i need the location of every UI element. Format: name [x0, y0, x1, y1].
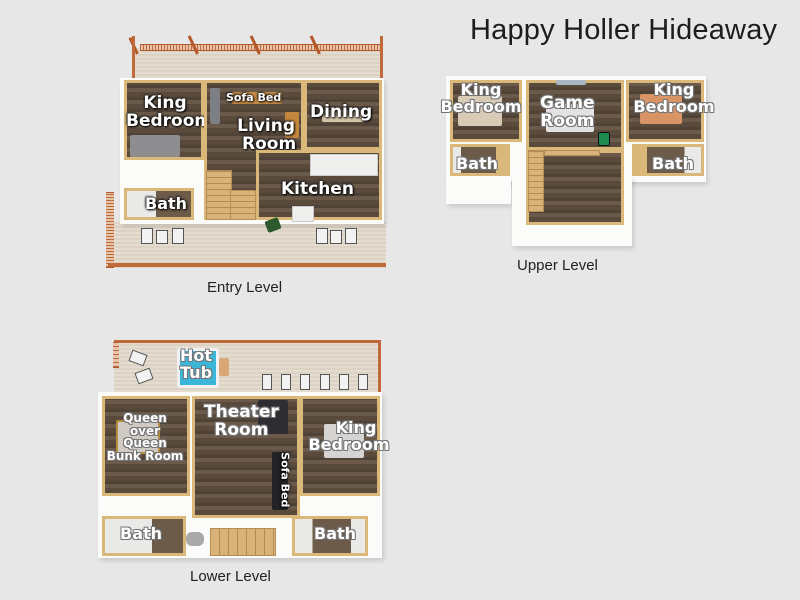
- label-line: Bedroom: [440, 96, 522, 116]
- entry-bath: [124, 188, 194, 220]
- entry-living-room-label: Living Room: [236, 116, 297, 154]
- entry-bath-label: Bath: [145, 194, 188, 213]
- label-line: Room: [214, 419, 269, 440]
- upper-right-king-bedroom-label: King Bedroom: [624, 80, 724, 116]
- pool-table: [546, 104, 594, 132]
- deck-chair: [300, 374, 310, 390]
- hot-tub-label: Hot Tub: [180, 346, 213, 382]
- arcade-machine: [598, 132, 610, 146]
- upper-shell-lower-left: [446, 176, 511, 204]
- entry-king-bedroom-label: King Bedroom: [126, 93, 212, 131]
- label-line: Hot: [180, 346, 213, 365]
- lower-level-plan: Hot Tub Queen over Queen Bunk Room Bath …: [98, 340, 398, 558]
- deck-chair: [141, 228, 153, 244]
- label-line: King: [460, 80, 502, 99]
- lower-left-bath: [102, 516, 186, 556]
- label-line: Queen: [123, 436, 167, 451]
- deck-chair: [339, 374, 349, 390]
- deck-chair: [316, 228, 328, 244]
- deck-chair: [262, 374, 272, 390]
- deck-chair: [358, 374, 368, 390]
- label-line: Bunk Room: [106, 448, 184, 463]
- lower-deck-right-rail: [378, 340, 381, 394]
- hot-tub: [177, 348, 219, 388]
- deck-table: [156, 230, 168, 244]
- lower-deck-top-rail: [114, 340, 380, 343]
- entry-kitchen-label: Kitchen: [281, 179, 354, 199]
- entry-left-rail: [132, 36, 135, 80]
- entry-stairs: [206, 170, 232, 220]
- label-line: King: [335, 418, 377, 437]
- label-line: over: [129, 423, 161, 438]
- sofa-bed: [232, 92, 282, 104]
- bed: [324, 424, 364, 458]
- deck-chair: [172, 228, 184, 244]
- hot-tub-steps: [219, 358, 229, 376]
- bed: [458, 96, 502, 126]
- upper-left-bath: [450, 144, 510, 176]
- page-title: Happy Holler Hideaway: [470, 14, 778, 46]
- deck-chair: [281, 374, 291, 390]
- lower-right-bath: [292, 516, 368, 556]
- label-line: Game: [540, 93, 595, 113]
- upper-level-plan: King Bedroom Bath Game Room King Bedroom…: [432, 76, 724, 246]
- label-line: Queen: [123, 411, 167, 425]
- upper-right-bath: [632, 144, 704, 176]
- lower-deck: [114, 340, 380, 394]
- entry-dining-label: Dining: [310, 102, 373, 122]
- lower-right-bath-label: Bath: [314, 524, 357, 543]
- label-line: Theater: [204, 402, 279, 422]
- lower-sofa-bed-label: Sofa Bed: [278, 452, 292, 508]
- bunk-bed: [116, 420, 160, 454]
- kitchen-island: [310, 154, 378, 176]
- entry-level-plan: King Bedroom Bath Sofa Bed Living Room D…: [0, 0, 400, 300]
- entry-bottom-rail: [108, 263, 386, 267]
- entry-level-caption: Entry Level: [207, 279, 283, 296]
- upper-left-king-bedroom-label: King Bedroom: [432, 80, 530, 116]
- kitchen-counter: [292, 206, 314, 222]
- label-line: Living: [237, 116, 295, 136]
- label-line: King: [653, 80, 695, 99]
- deck-table: [330, 230, 342, 244]
- lower-deck-left-rail: [113, 342, 119, 368]
- entry-right-rail: [380, 36, 383, 80]
- lower-left-bath-label: Bath: [120, 524, 163, 543]
- entry-left-deck-railing: [106, 192, 114, 268]
- deck-chair: [320, 374, 330, 390]
- lower-bunk-room-label: Queen over Queen Bunk Room: [98, 412, 192, 462]
- window: [556, 80, 586, 85]
- upper-right-bath-label: Bath: [652, 154, 695, 173]
- upper-game-room-label: Game Room: [540, 93, 595, 131]
- entry-dining: [304, 80, 382, 150]
- upper-level-caption: Upper Level: [517, 257, 598, 274]
- armchair: [285, 112, 299, 138]
- lower-theater-room-label: Theater Room: [204, 402, 279, 440]
- label-line: Room: [540, 110, 595, 131]
- lower-level-caption: Lower Level: [190, 568, 271, 585]
- entry-top-railing: [140, 44, 382, 51]
- label-line: Bedroom: [308, 434, 390, 454]
- water-heater: [186, 532, 204, 546]
- label-line: Tub: [180, 362, 213, 382]
- entry-bottom-deck: [108, 222, 386, 268]
- bed: [130, 135, 180, 157]
- theater-seats: [258, 400, 288, 434]
- label-line: Bedroom: [633, 96, 715, 116]
- lower-stairs: [210, 528, 276, 556]
- sofa: [210, 88, 220, 124]
- label-line: King: [143, 93, 187, 113]
- entry-stairs-lower: [230, 190, 256, 220]
- label-line: Room: [242, 133, 297, 154]
- upper-left-bath-label: Bath: [456, 154, 499, 173]
- upper-stairs-top: [544, 150, 600, 156]
- lower-king-bedroom-label: King Bedroom: [300, 418, 398, 454]
- upper-stairs: [528, 150, 544, 212]
- label-line: Bedroom: [126, 110, 213, 131]
- deck-chair: [345, 228, 357, 244]
- dining-table: [322, 110, 364, 122]
- bed: [640, 94, 682, 124]
- sofa-bed: [272, 452, 288, 510]
- entry-sofa-bed-label: Sofa Bed: [226, 91, 282, 104]
